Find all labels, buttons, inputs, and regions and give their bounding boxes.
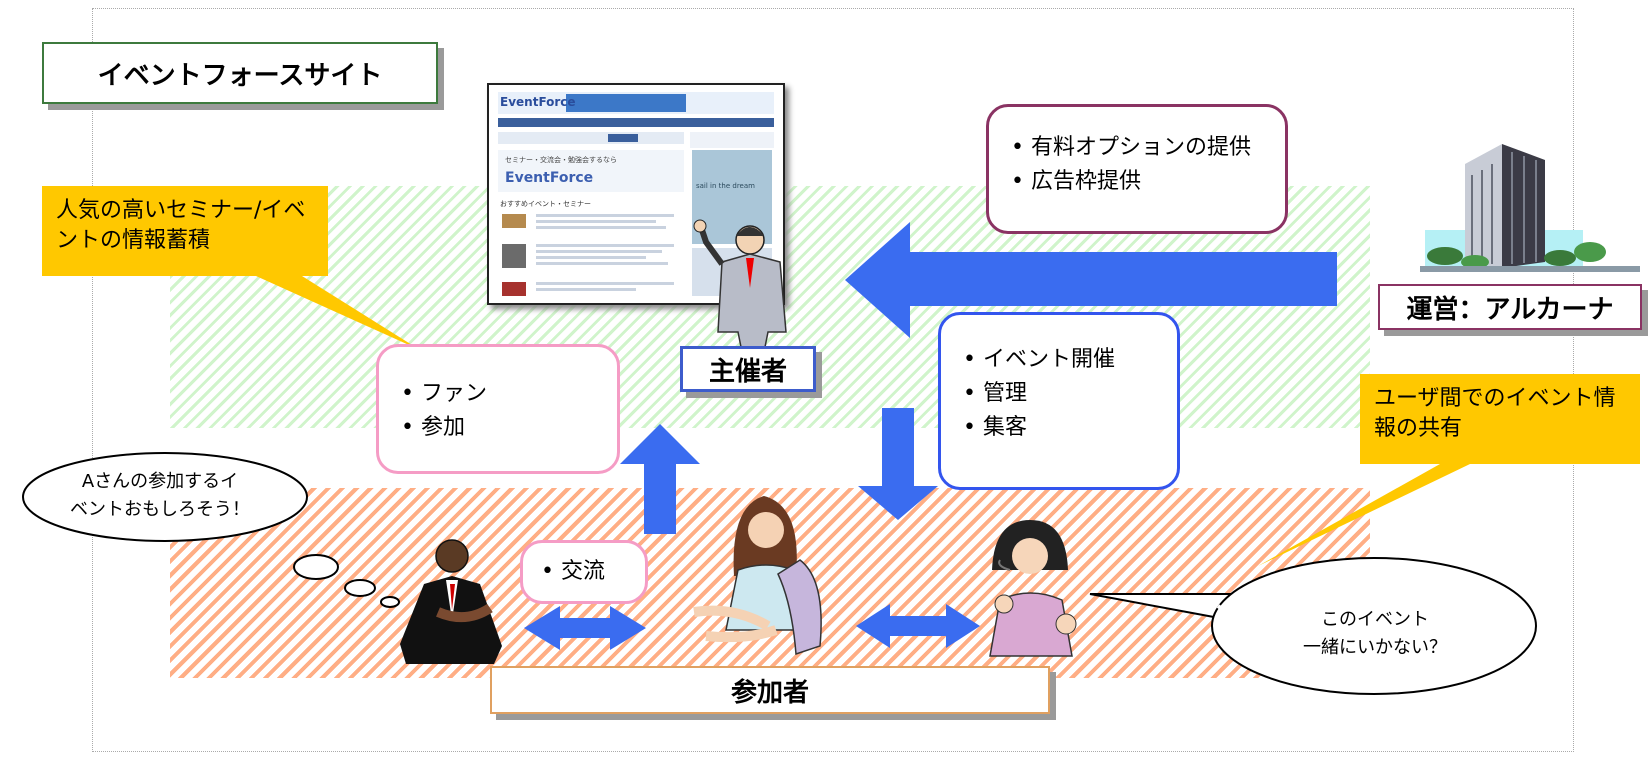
building-icon <box>1420 144 1640 272</box>
participant-woman-icon <box>693 496 822 656</box>
screenshot-tagline: セミナー・交流会・勉強会するなら <box>505 155 617 164</box>
operator-services-box: 有料オプションの提供 広告枠提供 <box>986 104 1288 234</box>
thought-line-1: Aさんの参加するイ <box>81 471 239 492</box>
organizer-item: 管理 <box>963 377 1155 411</box>
speech-bubble-text: このイベント 一緒にいかない？ <box>1210 606 1540 662</box>
speech-bubble <box>1089 557 1537 695</box>
callout-left-pointer <box>256 276 420 350</box>
arrow-participant-to-organizer <box>620 424 700 534</box>
exchange-item: 交流 <box>541 555 627 589</box>
organizer-label: 主催者 <box>680 346 816 392</box>
participant-man-icon <box>400 539 502 664</box>
thought-line-2: ベントおもしろそう！ <box>70 499 250 520</box>
exchange-box: 交流 <box>520 540 648 604</box>
callout-right-pointer <box>1258 464 1470 566</box>
thought-bubble-text: Aさんの参加するイ ベントおもしろそう！ <box>20 468 300 524</box>
site-title: イベントフォースサイト <box>42 42 438 104</box>
headset-woman-icon <box>989 520 1077 657</box>
organizer-services-box: イベント開催 管理 集客 <box>938 312 1180 490</box>
arrow-exchange-left <box>524 606 646 650</box>
operator-item: 広告枠提供 <box>1011 165 1263 199</box>
operator-item: 有料オプションの提供 <box>1011 131 1263 165</box>
speech-line-2: 一緒にいかない？ <box>1303 637 1447 658</box>
screenshot-logo-large: EventForce <box>505 170 593 186</box>
organizer-item: イベント開催 <box>963 343 1155 377</box>
operator-label: 運営：アルカーナ <box>1378 284 1642 330</box>
arrow-operator-to-organizer <box>845 222 1337 338</box>
arrow-organizer-to-participant <box>858 408 938 520</box>
screenshot-logo: EventForce <box>500 95 576 109</box>
speech-line-1: このイベント <box>1321 609 1429 630</box>
callout-information-accumulation: 人気の高いセミナー/イベントの情報蓄積 <box>42 186 328 276</box>
fan-item: 参加 <box>401 411 595 445</box>
callout-information-sharing: ユーザ間でのイベント情報の共有 <box>1360 374 1640 464</box>
organizer-item: 集客 <box>963 411 1155 445</box>
screenshot-sea-text: sail in the dream <box>696 182 755 190</box>
organizer-person-icon <box>693 219 787 353</box>
fan-box: ファン 参加 <box>376 344 620 474</box>
participant-label: 参加者 <box>490 666 1050 714</box>
screenshot-section: おすすめイベント・セミナー <box>500 200 591 208</box>
fan-item: ファン <box>401 377 595 411</box>
thought-bubble <box>22 452 400 608</box>
arrow-exchange-right <box>856 604 980 648</box>
